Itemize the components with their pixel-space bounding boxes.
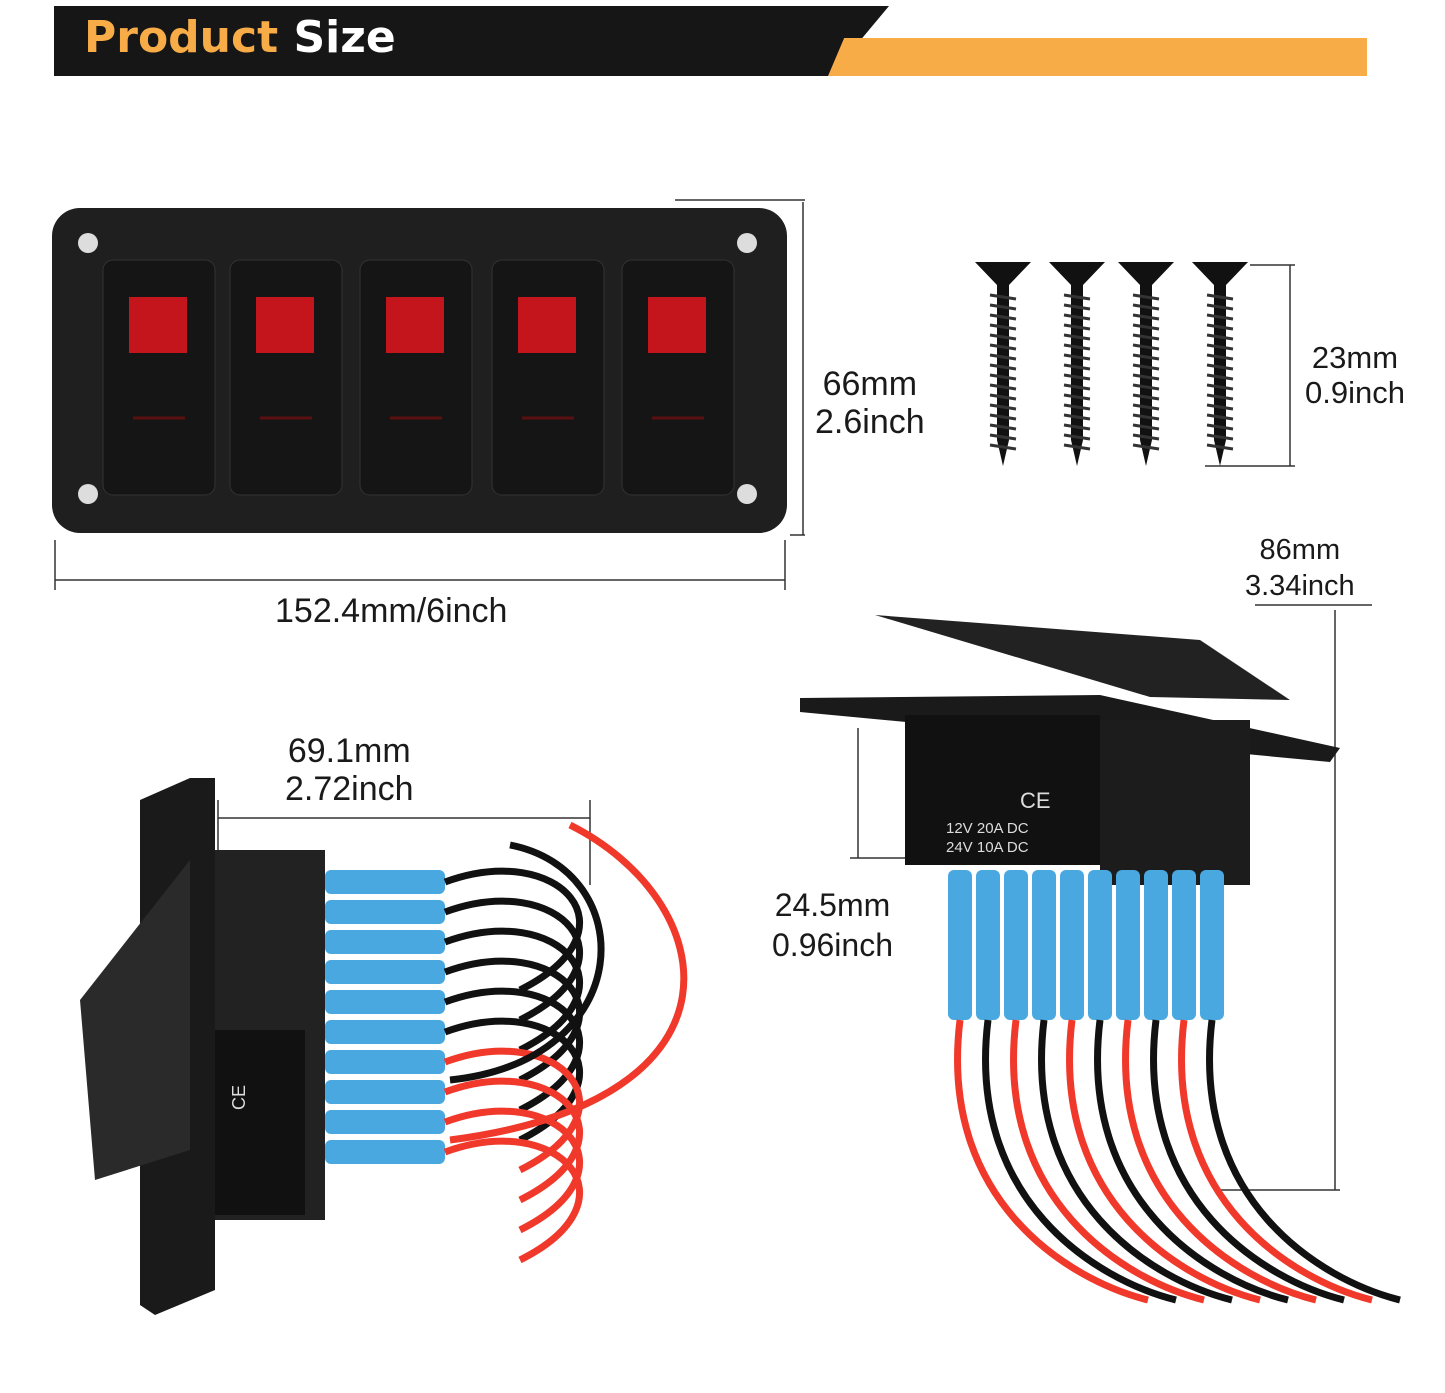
rocker-switch[interactable]: [102, 259, 216, 496]
wire-connector: [325, 1020, 445, 1044]
total-height-label: 86mm 3.34inch: [1245, 534, 1355, 602]
screw: [1192, 262, 1248, 466]
wire-connector: [976, 870, 1000, 1020]
switch-depth-label: 69.1mm 2.72inch: [285, 732, 414, 808]
wire-connector: [325, 1080, 445, 1104]
svg-text:CE: CE: [1020, 788, 1051, 813]
wire: [1066, 1019, 1261, 1304]
wire-connector: [325, 960, 445, 984]
wire-connector: [325, 1140, 445, 1164]
wire-connector: [1004, 870, 1028, 1020]
wire-connector: [325, 900, 445, 924]
wire: [954, 1019, 1149, 1304]
wire: [443, 1047, 584, 1174]
screw-length-label: 23mm 0.9inch: [1305, 340, 1405, 410]
led-indicator: [648, 297, 706, 353]
wire: [1122, 1019, 1317, 1304]
wire: [443, 1137, 584, 1264]
led-indicator: [129, 297, 187, 353]
wire: [1010, 1019, 1205, 1304]
screws: [975, 262, 1248, 466]
panel-height-label: 66mm 2.6inch: [815, 365, 925, 441]
wire-connector: [1116, 870, 1140, 1020]
wire: [443, 927, 584, 1054]
wire-connector: [325, 930, 445, 954]
wire-connector: [1172, 870, 1196, 1020]
rocker-switch[interactable]: [621, 259, 735, 496]
panel-width-label: 152.4mm/6inch: [275, 592, 508, 630]
switch-panel-side-view: CE: [80, 778, 688, 1315]
wire-connector: [325, 870, 445, 894]
screw: [1049, 262, 1105, 466]
wire-connector: [1032, 870, 1056, 1020]
svg-text:24V 10A DC: 24V 10A DC: [946, 839, 1029, 856]
wire: [1150, 1019, 1345, 1304]
switch-body-label: 24.5mm 0.96inch: [772, 887, 893, 963]
switch-panel-angled-view: CE 12V 20A DC 24V 10A DC: [800, 615, 1401, 1304]
screw: [975, 262, 1031, 466]
wire-connector: [1200, 870, 1224, 1020]
wire-connector: [948, 870, 972, 1020]
led-indicator: [386, 297, 444, 353]
wire: [982, 1019, 1177, 1304]
rocker-switch[interactable]: [229, 259, 343, 496]
wire-connector: [325, 1110, 445, 1134]
wire: [1206, 1019, 1401, 1304]
wire-connector: [1060, 870, 1084, 1020]
wire-connector: [1144, 870, 1168, 1020]
header-banner: [54, 6, 889, 76]
led-indicator: [518, 297, 576, 353]
wire-connector: [1088, 870, 1112, 1020]
wire-connector: [325, 990, 445, 1014]
wire: [1178, 1019, 1373, 1304]
switch-panel-front: [52, 208, 787, 533]
dimension-lines: [54, 199, 1372, 1191]
led-indicator: [256, 297, 314, 353]
wire: [443, 987, 584, 1114]
wire: [1038, 1019, 1233, 1304]
wire-connector: [325, 1050, 445, 1074]
page-title: Product Size: [84, 12, 396, 63]
wire: [443, 1107, 584, 1234]
wire: [443, 897, 584, 1024]
rocker-switch[interactable]: [359, 259, 473, 496]
rocker-switch[interactable]: [491, 259, 605, 496]
wire: [443, 957, 584, 1084]
svg-text:12V 20A DC: 12V 20A DC: [946, 820, 1029, 837]
screw: [1118, 262, 1174, 466]
svg-text:CE: CE: [229, 1085, 249, 1110]
wire: [443, 867, 584, 994]
wire: [1094, 1019, 1289, 1304]
header-accent-bar: [828, 38, 1367, 76]
